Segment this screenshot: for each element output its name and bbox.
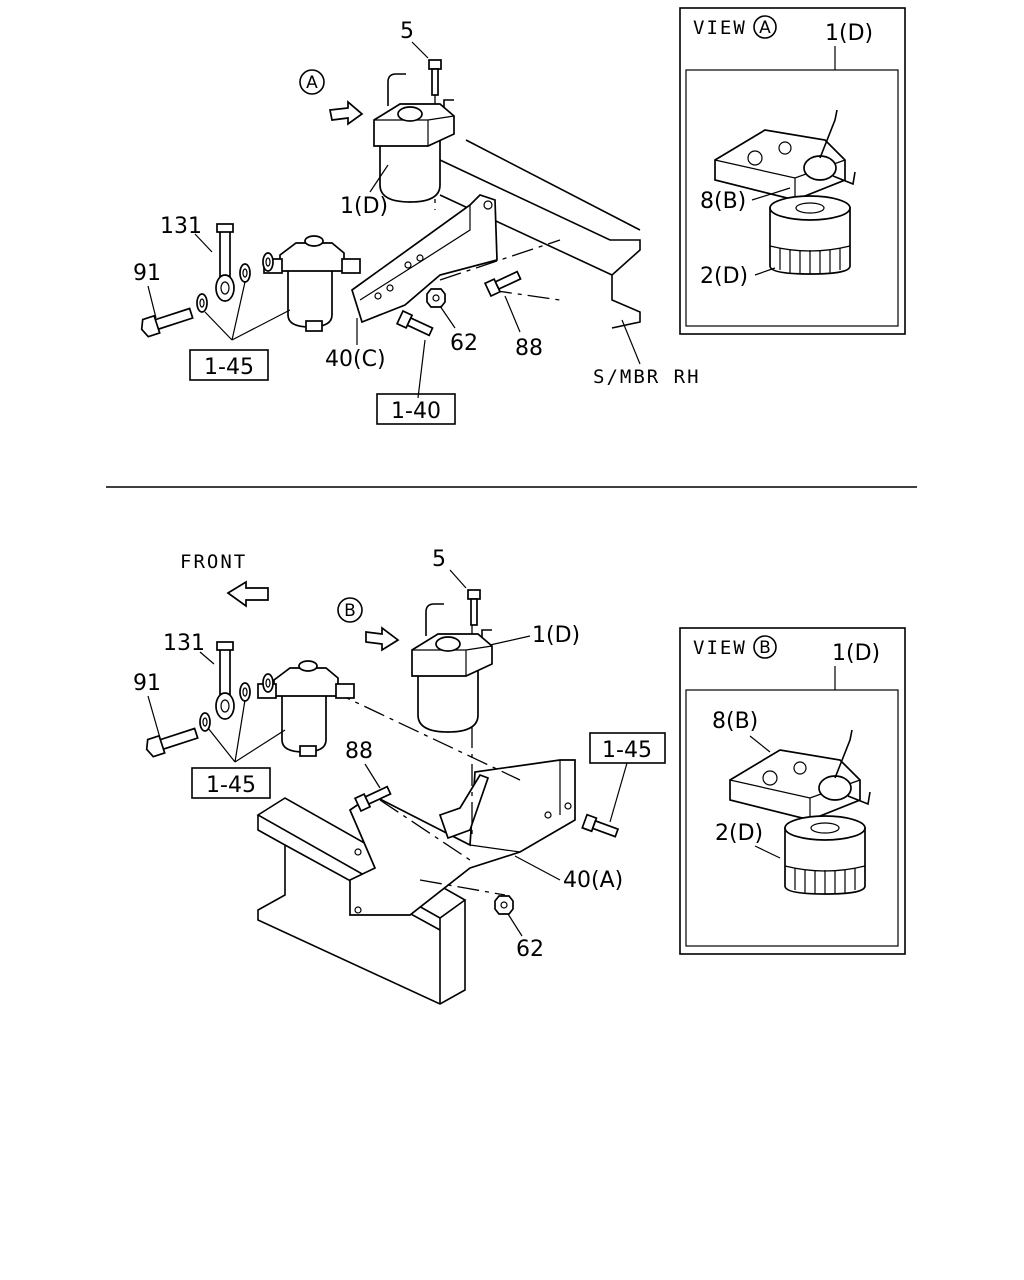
view-a-label-element: 8(B) (700, 189, 746, 214)
view-a-title: VIEW (693, 17, 747, 39)
view-marker-b: B (344, 601, 356, 621)
ref-box-1-45 (191, 767, 271, 799)
view-a-box (679, 7, 906, 335)
view-marker-circle-a (299, 69, 325, 95)
view-arrow-a (328, 100, 364, 126)
ref-1-40: 1-40 (391, 399, 441, 424)
label-nut-62: 62 (450, 331, 478, 356)
nut-62 (494, 895, 514, 915)
washer (262, 673, 274, 693)
ref-1-45-right: 1-45 (602, 738, 652, 763)
label-bolt-88: 88 (345, 739, 373, 764)
front-arrow (226, 580, 269, 608)
view-a-label-cartridge: 2(D) (700, 264, 748, 289)
bolt-5 (428, 59, 442, 96)
ref-box-1-40 (376, 393, 456, 425)
view-a-label-head: 1(D) (825, 21, 873, 46)
bracket-40a (348, 759, 576, 916)
washer (262, 252, 274, 272)
view-b-label-element: 8(B) (712, 709, 758, 734)
bolt (396, 310, 435, 339)
water-separator (263, 235, 361, 332)
ref-box-1-45-right (589, 732, 666, 764)
bolt-5 (467, 589, 481, 626)
view-arrow-b (365, 626, 400, 652)
label-bolt-5: 5 (432, 547, 446, 572)
fuel-filter-1d (373, 73, 455, 203)
view-b-box (679, 627, 906, 955)
washer (239, 263, 251, 283)
label-eye-bolt-91: 91 (133, 671, 161, 696)
ref-1-45: 1-45 (206, 773, 256, 798)
label-filter-1d: 1(D) (532, 623, 580, 648)
nut-62 (426, 288, 446, 308)
view-marker-circle-b (337, 597, 363, 623)
bottom-section: FRONT B 5 1(D) 131 (133, 547, 906, 1005)
washer (196, 293, 208, 313)
view-a-inner (685, 69, 899, 327)
ref-1-45: 1-45 (204, 355, 254, 380)
view-b-inner (685, 689, 899, 947)
label-bolt-5: 5 (400, 19, 414, 44)
fuel-filter-1d (411, 603, 493, 733)
label-hollow-bolt-131: 131 (163, 631, 205, 656)
label-nut-62: 62 (516, 937, 544, 962)
label-bolt-88: 88 (515, 336, 543, 361)
view-a-marker: A (759, 18, 771, 38)
view-b-label-head: 1(D) (832, 641, 880, 666)
view-b-label-cartridge: 2(D) (715, 821, 763, 846)
eye-bolt-91 (138, 303, 195, 339)
view-marker-a: A (306, 73, 318, 93)
hollow-bolt-131 (215, 641, 235, 720)
washer (239, 682, 251, 702)
frame-member (256, 797, 467, 1005)
view-b-filter-detail (729, 729, 871, 895)
top-section: A 5 1(D) 131 91 1-45 40(C) 1-40 (133, 7, 906, 425)
ref-box-1-45 (189, 349, 269, 381)
bolt (581, 813, 620, 841)
label-front: FRONT (180, 551, 247, 573)
label-eye-bolt-91: 91 (133, 261, 161, 286)
view-b-marker: B (759, 638, 771, 658)
hollow-bolt-131 (215, 223, 235, 302)
view-b-title: VIEW (693, 637, 747, 659)
view-b-circle (753, 635, 777, 659)
water-separator (257, 660, 355, 757)
label-filter-1d: 1(D) (340, 194, 388, 219)
label-frame: S/MBR RH (593, 366, 701, 388)
label-bracket-40a: 40(A) (563, 868, 623, 893)
eye-bolt-91 (143, 723, 200, 759)
label-bracket-40c: 40(C) (325, 347, 386, 372)
view-a-circle (753, 15, 777, 39)
